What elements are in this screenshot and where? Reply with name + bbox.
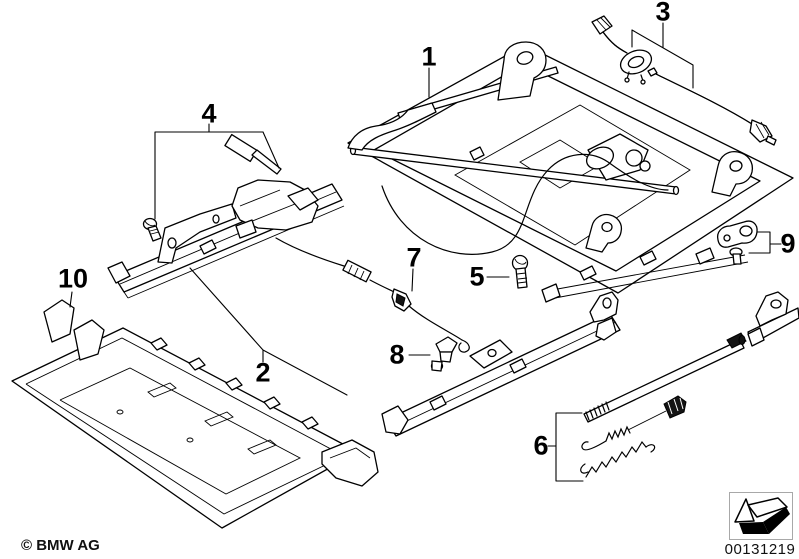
cover-tray xyxy=(11,299,379,529)
callout-4[interactable]: 4 xyxy=(201,98,217,129)
view-direction-arrow-icon xyxy=(734,497,790,534)
bowden-cables xyxy=(591,15,777,146)
seat-frame xyxy=(347,41,794,303)
callout-6[interactable]: 6 xyxy=(533,430,549,461)
washer-and-screw xyxy=(716,220,758,265)
callout-9[interactable]: 9 xyxy=(780,228,796,259)
callout-1[interactable]: 1 xyxy=(421,41,437,72)
cable-end-fitting xyxy=(275,237,470,353)
right-rail xyxy=(381,291,799,437)
callout-7[interactable]: 7 xyxy=(406,242,422,273)
right-rail-end xyxy=(747,291,799,347)
bmw-copyright: © BMW AG xyxy=(21,537,100,554)
seat-motor xyxy=(585,133,651,181)
callout-5[interactable]: 5 xyxy=(469,261,485,292)
bolt xyxy=(511,254,529,289)
springs-and-rod xyxy=(580,332,747,478)
leader-lines xyxy=(69,22,782,482)
view-direction-box xyxy=(729,492,793,540)
retainer-clip xyxy=(430,336,458,372)
callout-8[interactable]: 8 xyxy=(389,339,405,370)
diagram-part-number: 00131219 xyxy=(724,541,796,558)
left-rail xyxy=(107,179,345,299)
callout-3[interactable]: 3 xyxy=(655,0,671,27)
callout-10[interactable]: 10 xyxy=(57,263,89,294)
release-lever xyxy=(142,133,282,242)
callout-2[interactable]: 2 xyxy=(255,357,271,388)
